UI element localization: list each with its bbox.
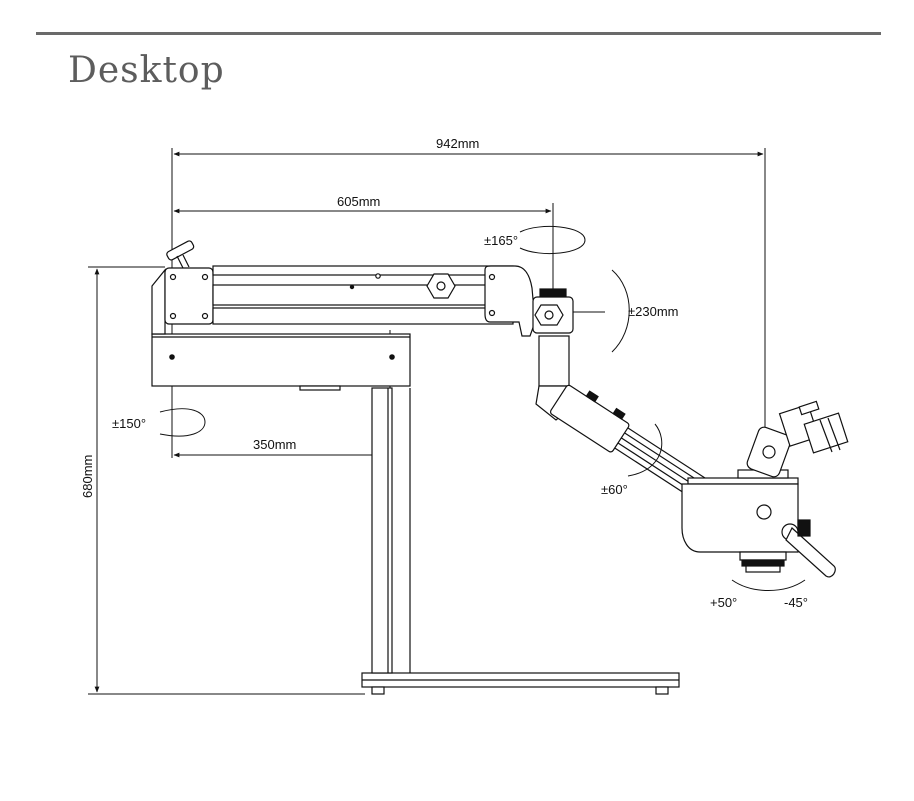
floor-base xyxy=(361,672,680,695)
label-350mm: 350mm xyxy=(253,437,296,452)
microscope-head xyxy=(681,469,799,573)
label-680mm: 680mm xyxy=(80,455,95,498)
label-minus45: -45° xyxy=(784,595,808,610)
adjust-knob-icon xyxy=(166,240,195,269)
label-pm60: ±60° xyxy=(601,482,628,497)
binocular-tube xyxy=(746,400,849,478)
label-pm230mm: ±230mm xyxy=(628,304,678,319)
top-divider xyxy=(36,32,881,35)
label-plus50: +50° xyxy=(710,595,737,610)
label-605mm: 605mm xyxy=(337,194,380,209)
rotation-head-60 xyxy=(627,423,663,477)
lock-knob-icon xyxy=(426,273,456,299)
rotation-arm-165 xyxy=(519,225,586,255)
page-title: Desktop xyxy=(68,50,225,91)
dimension-arm-length xyxy=(173,203,554,290)
label-pm165: ±165° xyxy=(484,233,518,248)
dimension-height xyxy=(88,266,365,695)
label-pm150: ±150° xyxy=(112,416,146,431)
pivot-joint xyxy=(532,288,574,334)
label-942mm: 942mm xyxy=(436,136,479,151)
rotation-column-150 xyxy=(159,408,206,437)
support-beam xyxy=(151,333,411,391)
handle-icon xyxy=(781,519,836,578)
vertical-column xyxy=(371,387,411,674)
rotation-head-tilt xyxy=(731,579,806,591)
articulating-arm xyxy=(151,265,536,337)
